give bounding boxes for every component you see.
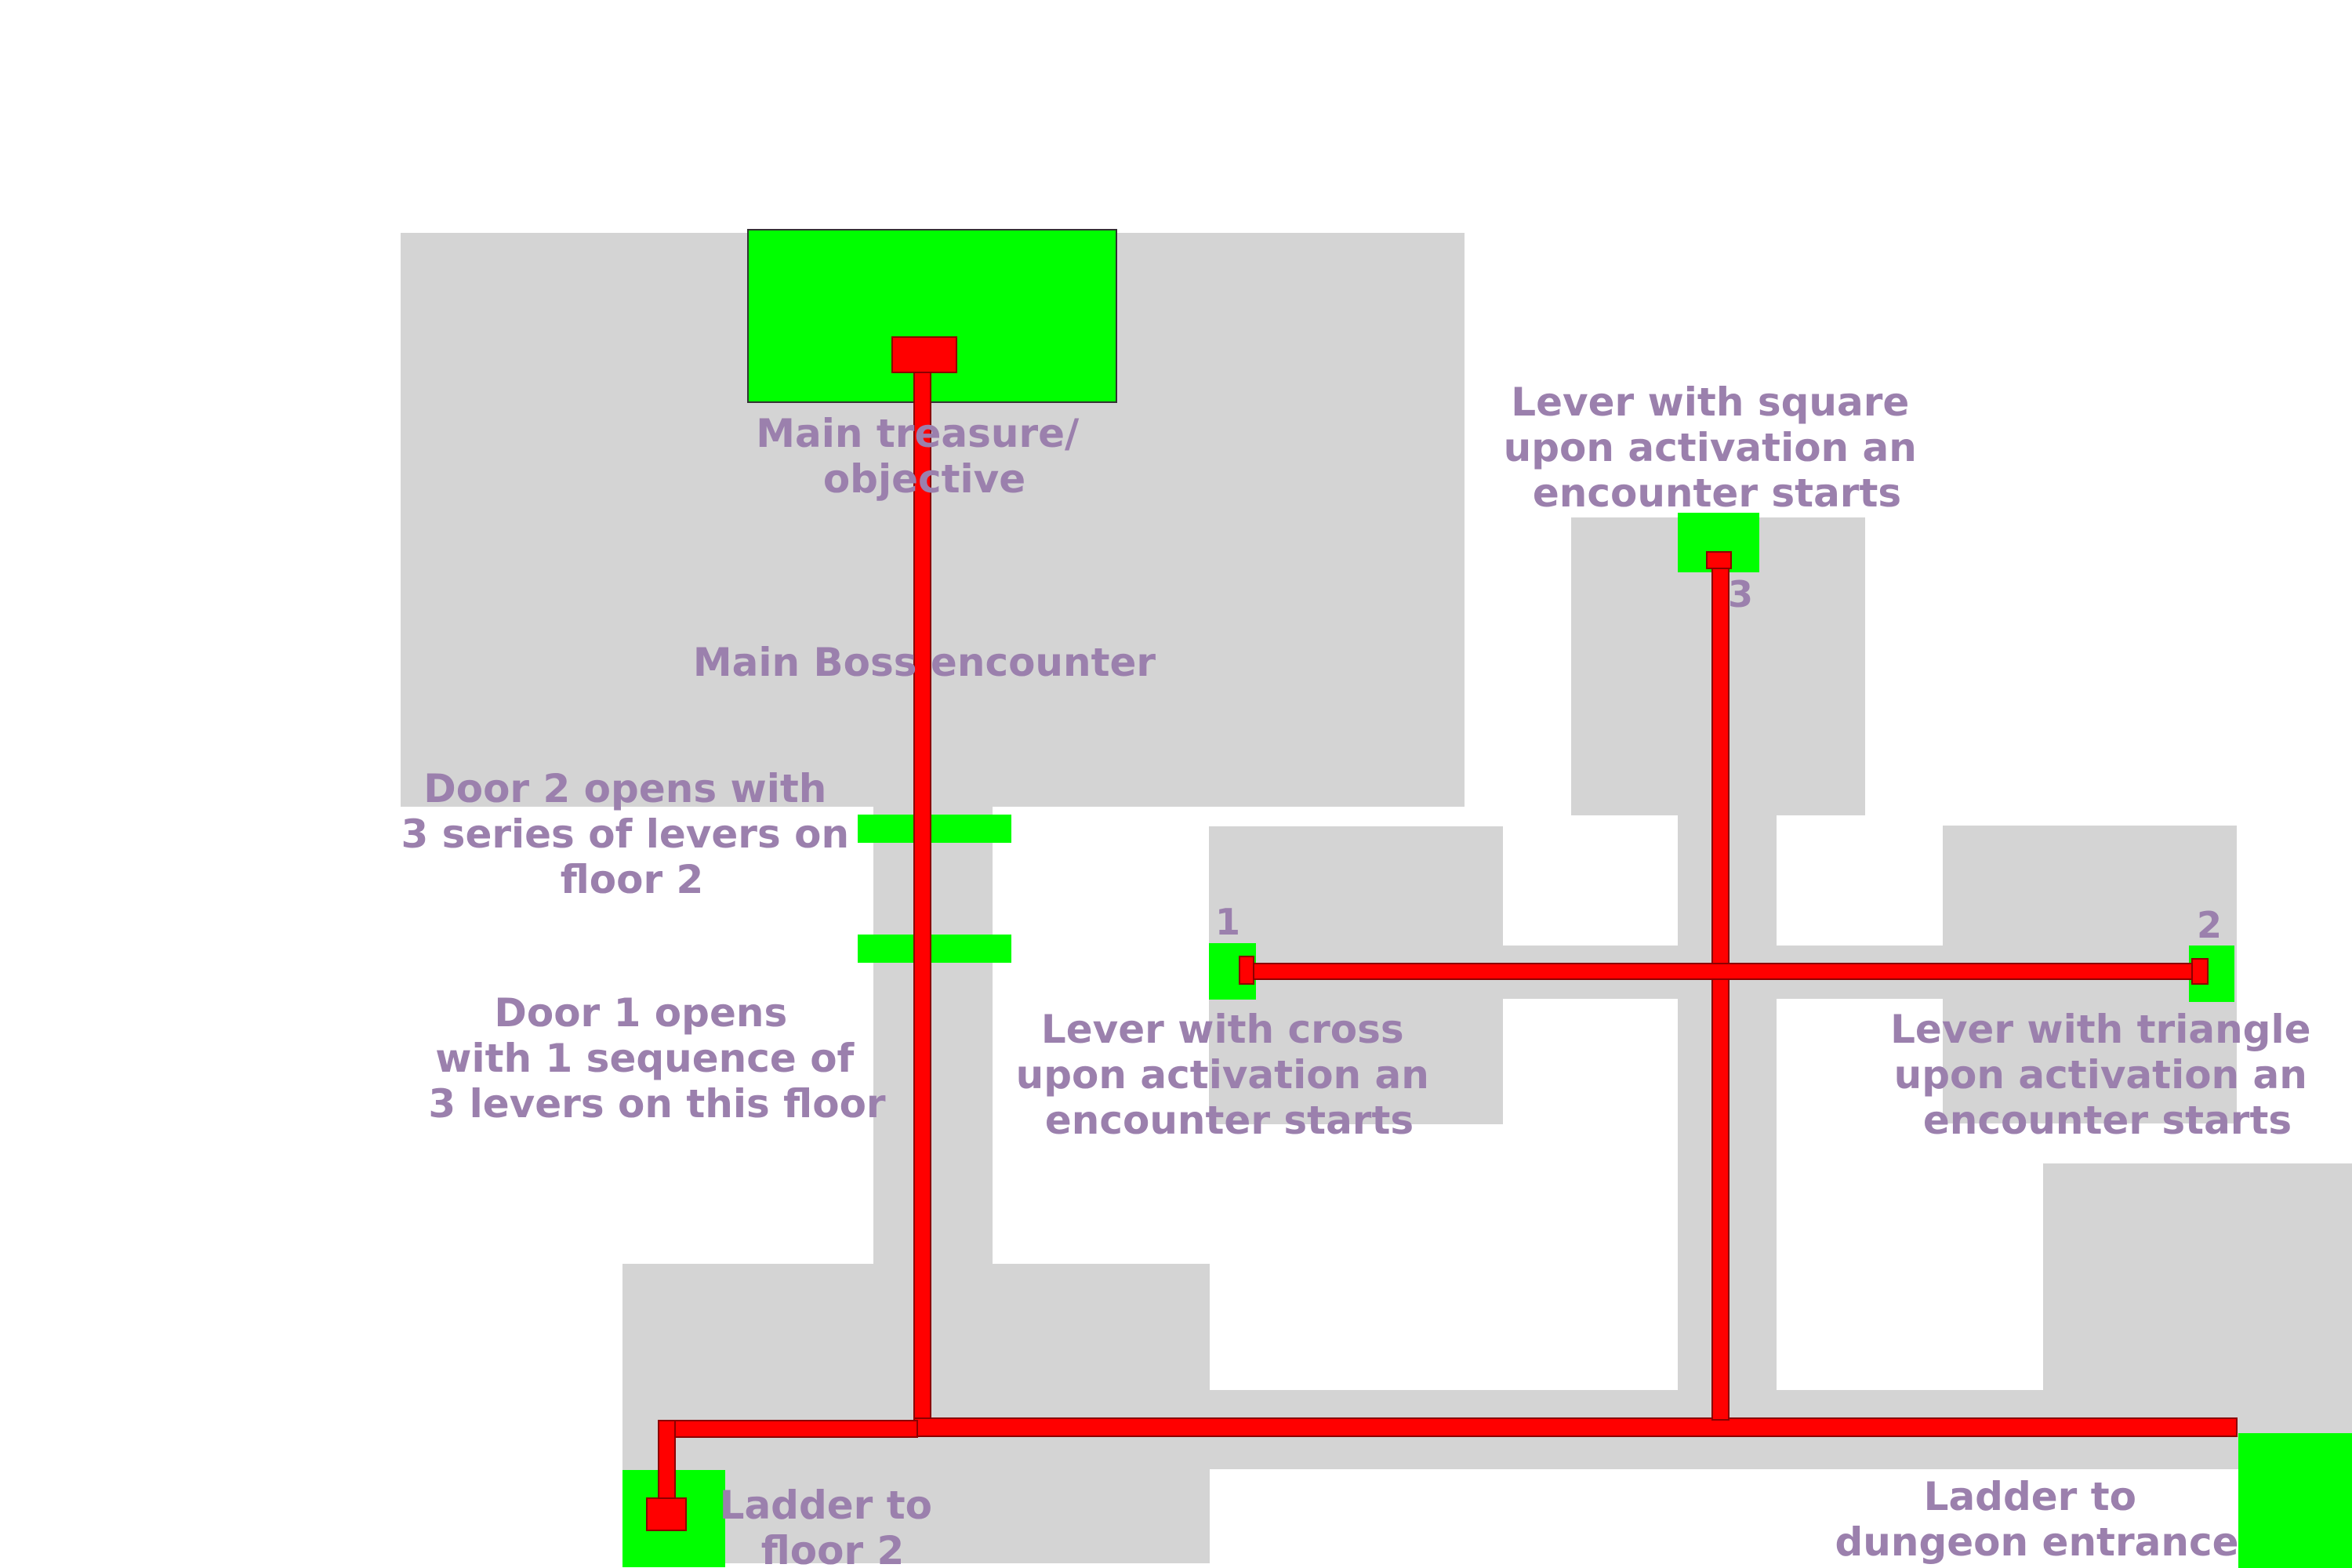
cross-lever-path-end — [1239, 956, 1254, 985]
door-2-label: Door 2 opens with 3 series of levers on … — [401, 766, 862, 902]
main-treasure-label: Main treasure/ objective — [756, 411, 1092, 502]
ladder-entrance-label: Ladder to dungeon entrance — [1835, 1474, 2239, 1565]
lever-number-2: 2 — [2197, 904, 2222, 946]
square-lever-label: Lever with square upon activation an enc… — [1504, 379, 1931, 516]
door-1-marker — [858, 935, 1011, 963]
ladder-entrance-marker — [2238, 1433, 2352, 1568]
square-lever-path-end — [1706, 551, 1732, 569]
triangle-lever-label: Lever with triangle upon activation an e… — [1890, 1007, 2325, 1143]
path-to-ladder-floor-2-horizontal — [658, 1420, 918, 1438]
cross-lever-label: Lever with cross upon activation an enco… — [1016, 1007, 1443, 1143]
path-main-vertical — [913, 369, 931, 1425]
path-right-vertical — [1711, 553, 1730, 1421]
treasure-path-end — [891, 336, 957, 373]
path-lever-horizontal — [1241, 963, 2205, 980]
paths-layer — [646, 336, 2238, 1531]
boss-encounter-label: Main Boss encounter — [693, 640, 1156, 685]
lever-number-3: 3 — [1728, 573, 1753, 615]
central-corridor — [873, 807, 993, 1267]
door-1-label: Door 1 opens with 1 sequence of 3 levers… — [428, 990, 885, 1127]
lever-number-1: 1 — [1215, 901, 1240, 943]
treasure-marker — [747, 229, 1117, 403]
door-2-marker — [858, 815, 1011, 843]
ladder-floor-2-path-end — [646, 1497, 687, 1531]
ladder-floor-2-label: Ladder to floor 2 — [720, 1483, 946, 1568]
triangle-lever-path-end — [2191, 958, 2209, 985]
path-bottom-horizontal — [913, 1417, 2238, 1437]
bottom-right-room — [2043, 1163, 2352, 1390]
labels-layer: Main treasure/ objective Main Boss encou… — [401, 379, 2325, 1568]
